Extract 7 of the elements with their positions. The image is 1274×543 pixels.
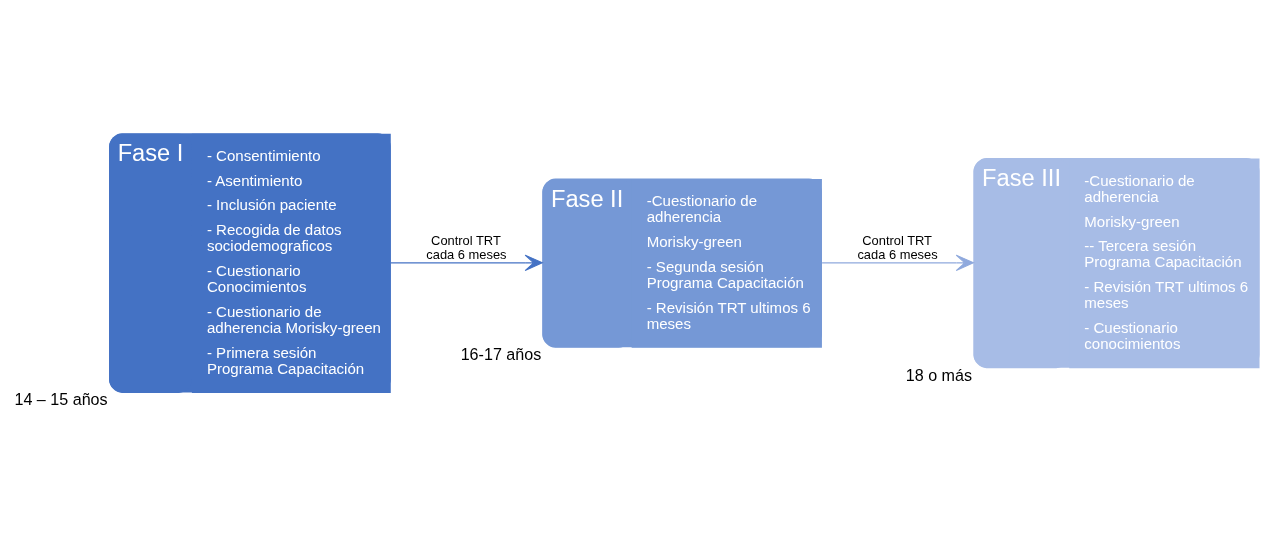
- node-label: 14 – 15 años: [14, 389, 108, 408]
- edge-label: Control TRT cada 6 meses: [426, 232, 507, 262]
- arrow: [821, 254, 974, 271]
- arrow: [390, 254, 543, 271]
- edge-label: Control TRT cada 6 meses: [857, 232, 938, 262]
- node-label: 16-17 años: [460, 344, 542, 363]
- node-label: 18 o más: [905, 365, 973, 384]
